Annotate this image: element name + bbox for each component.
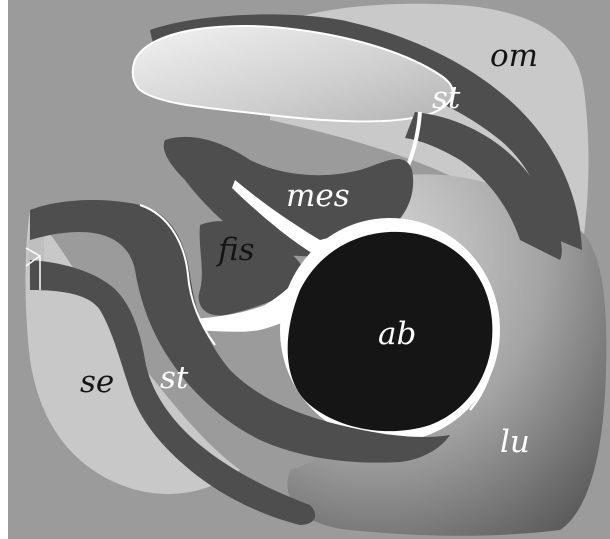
anatomical-diagram: om st mes fis ab se st lu (0, 0, 610, 539)
